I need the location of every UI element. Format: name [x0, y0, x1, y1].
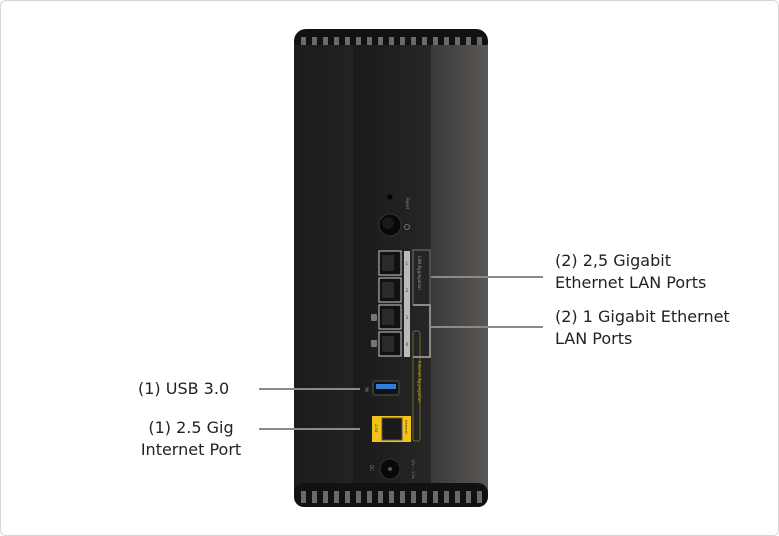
lan-port-number: 2	[406, 288, 409, 293]
vent-slot	[356, 491, 361, 503]
vent-slot	[356, 37, 361, 49]
vent-slot	[455, 491, 460, 503]
vent-slot	[301, 37, 306, 49]
usb-icon: ⭿	[365, 387, 369, 394]
vent-slot	[411, 37, 416, 49]
callout-internet-line2: Internet Port	[140, 440, 242, 459]
vent-slot	[400, 491, 405, 503]
lan-port-number: 1	[406, 261, 409, 266]
lan-port-socket	[382, 336, 394, 352]
vent-slot	[378, 37, 383, 49]
reset-label: Reset	[405, 198, 410, 210]
lan-port-number: 4	[406, 342, 409, 347]
callout-lan-2-5g-line2: Ethernet LAN Ports	[555, 273, 707, 292]
vent-slot	[433, 37, 438, 49]
internet-badge: Internet	[404, 420, 408, 435]
vent-slot	[323, 37, 328, 49]
reset-pinhole[interactable]	[387, 194, 393, 200]
callout-usb-line1: (1) USB 3.0	[138, 379, 230, 398]
vent-slot	[312, 491, 317, 503]
callout-internet: (1) 2.5 Gig Internet Port	[127, 417, 255, 461]
callout-lines	[259, 276, 543, 430]
callout-lan-1g-line1: (2) 1 Gigabit Ethernet	[555, 307, 730, 326]
vent-slot	[477, 37, 482, 49]
vent-slot	[389, 491, 394, 503]
callout-line-lan-1g	[413, 304, 431, 358]
vent-slot	[378, 491, 383, 503]
lan-aggregation-label: LAN Aggregation	[417, 256, 422, 290]
vent-slot	[422, 37, 427, 49]
vent-slot	[323, 491, 328, 503]
dc-label: DC	[369, 465, 374, 471]
vent-slot	[334, 37, 339, 49]
vent-slot	[334, 491, 339, 503]
internet-port[interactable]	[381, 417, 403, 441]
power-icon	[404, 224, 410, 230]
vent-slot	[312, 37, 317, 49]
internet-aggregation-label: Internet Aggregation	[417, 361, 422, 403]
vent-slot	[444, 491, 449, 503]
callout-usb: (1) USB 3.0	[138, 378, 229, 400]
vent-slot	[444, 37, 449, 49]
vent-slot	[411, 491, 416, 503]
callout-lan-1g: (2) 1 Gigabit Ethernet LAN Ports	[555, 306, 730, 350]
vent-slot	[301, 491, 306, 503]
vent-slot	[466, 37, 471, 49]
vent-slot	[345, 491, 350, 503]
vent-slot	[389, 37, 394, 49]
lan-ports: 1 2 3 4	[378, 250, 409, 357]
lan-port-socket	[382, 255, 394, 271]
bottom-vents	[294, 483, 488, 507]
vent-slot	[367, 37, 372, 49]
lan-port-number: 3	[406, 315, 409, 320]
vent-slot	[433, 491, 438, 503]
vent-slot	[466, 491, 471, 503]
vent-slot	[422, 491, 427, 503]
vent-slot	[400, 37, 405, 49]
internet-aggregation-bracket	[412, 330, 421, 442]
callout-lan-2-5g-line1: (2) 2,5 Gigabit	[555, 251, 671, 270]
power-rating-label: 12V ⎓ 3.5A	[411, 459, 415, 479]
callout-lan-2-5g: (2) 2,5 Gigabit Ethernet LAN Ports	[555, 250, 706, 294]
callout-lan-1g-line2: LAN Ports	[555, 329, 633, 348]
port-number-strip	[404, 251, 410, 357]
lan-port-socket	[382, 309, 394, 325]
vent-slot	[345, 37, 350, 49]
callout-internet-line1: (1) 2.5 Gig	[148, 418, 234, 437]
lan-port-socket	[382, 282, 394, 298]
vent-slot	[367, 491, 372, 503]
vent-slot	[455, 37, 460, 49]
vent-slot	[477, 491, 482, 503]
speed-badge: 2.5G	[374, 424, 378, 433]
